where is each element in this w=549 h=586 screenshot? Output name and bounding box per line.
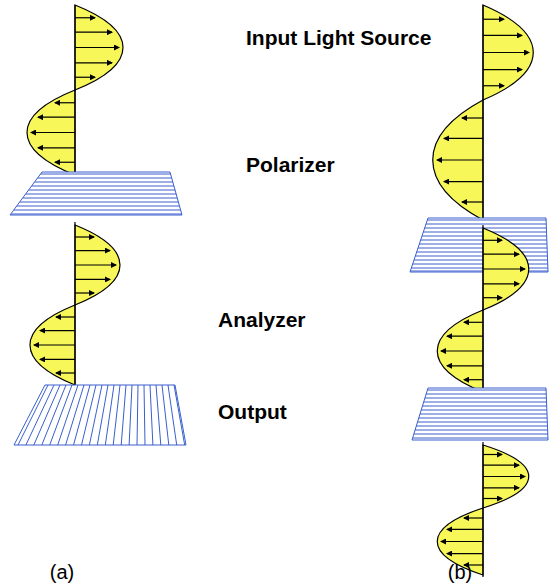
light-wave (437, 225, 529, 392)
light-wave (433, 5, 534, 220)
analyzer-plate (400, 388, 549, 440)
light-wave (27, 5, 123, 175)
part-label: Polarizer (246, 153, 335, 177)
polarizer-plate (0, 172, 200, 215)
light-wave (30, 222, 120, 387)
heading-label: Input Light Source (246, 26, 431, 50)
part-label: Analyzer (218, 308, 306, 332)
panel-label: (a) (50, 561, 74, 584)
analyzer-plate (14, 385, 186, 445)
panel-label: (b) (448, 561, 472, 584)
part-label: Output (218, 400, 287, 424)
light-wave (437, 442, 529, 577)
